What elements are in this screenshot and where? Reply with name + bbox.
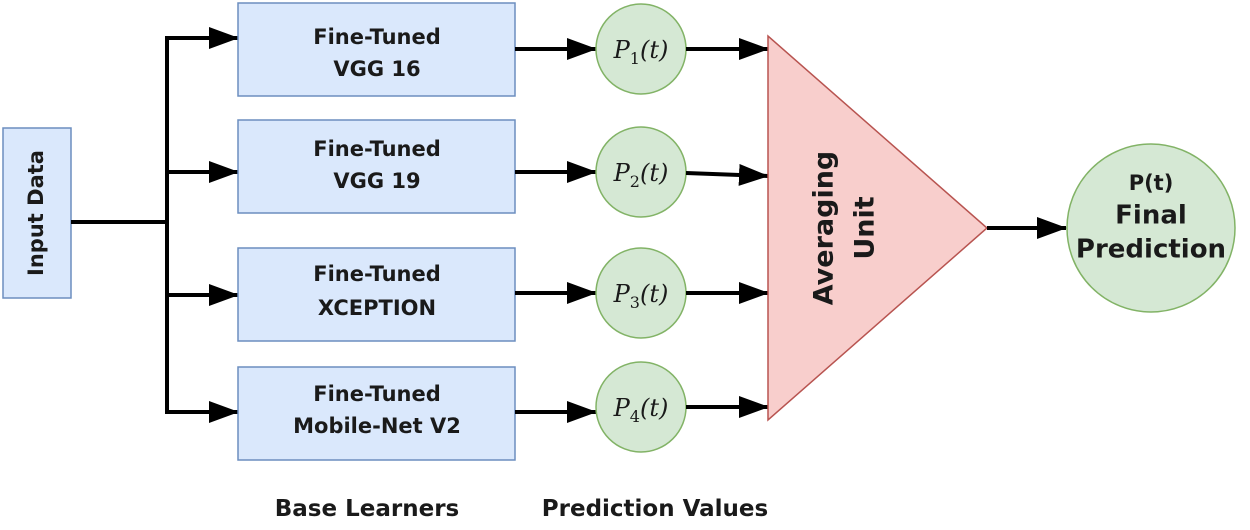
averaging-unit-line2: Unit: [850, 196, 881, 259]
prediction-value-1: P1(t): [595, 3, 687, 95]
input-data-label: Input Data: [24, 150, 48, 276]
base-learner-line1: Fine-Tuned: [313, 262, 441, 286]
base-learner-line1: Fine-Tuned: [313, 137, 441, 161]
averaging-unit-triangle: [767, 34, 989, 422]
base-learners-caption: Base Learners: [275, 496, 459, 522]
averaging-unit-line1: Averaging: [809, 151, 840, 306]
base-learner-3: Fine-Tuned XCEPTION: [237, 247, 516, 342]
final-prediction-circle: [1066, 143, 1236, 313]
final-prediction-line3: Prediction: [1076, 235, 1226, 265]
base-learner-box: [237, 2, 516, 97]
base-learner-line2: XCEPTION: [318, 296, 436, 320]
base-learner-2: Fine-Tuned VGG 19: [237, 119, 516, 214]
prediction-label: P2(t): [613, 159, 669, 191]
prediction-value-2: P2(t): [595, 126, 687, 218]
prediction-value-3: P3(t): [595, 247, 687, 339]
final-prediction-symbol: P(t): [1129, 171, 1174, 195]
final-prediction-node: P(t) Final Prediction: [1066, 143, 1236, 313]
base-learner-box: [237, 119, 516, 214]
base-learner-line2: Mobile-Net V2: [293, 414, 461, 438]
base-learner-line2: VGG 16: [333, 57, 420, 81]
prediction-to-averaging-arrows: [685, 38, 769, 418]
input-connectors: [71, 27, 239, 423]
prediction-label: P3(t): [613, 280, 669, 312]
prediction-circle: [595, 126, 687, 218]
input-data-box: [2, 127, 72, 299]
prediction-value-4: P4(t): [595, 361, 687, 453]
base-learner-4: Fine-Tuned Mobile-Net V2: [237, 366, 516, 461]
learner-to-prediction-arrows: [515, 38, 597, 423]
base-learner-line2: VGG 19: [333, 169, 420, 193]
base-learner-1: Fine-Tuned VGG 16: [237, 2, 516, 97]
base-learner-line1: Fine-Tuned: [313, 25, 441, 49]
prediction-label: P4(t): [613, 394, 669, 426]
base-learner-line1: Fine-Tuned: [313, 382, 441, 406]
final-prediction-line2: Final: [1115, 201, 1187, 231]
prediction-2-to-averaging-arrow: [685, 163, 769, 186]
prediction-label: P1(t): [613, 36, 669, 68]
prediction-values-caption: Prediction Values: [542, 496, 768, 522]
input-data-node: Input Data: [2, 127, 72, 299]
averaging-unit: Averaging Unit: [767, 34, 989, 422]
